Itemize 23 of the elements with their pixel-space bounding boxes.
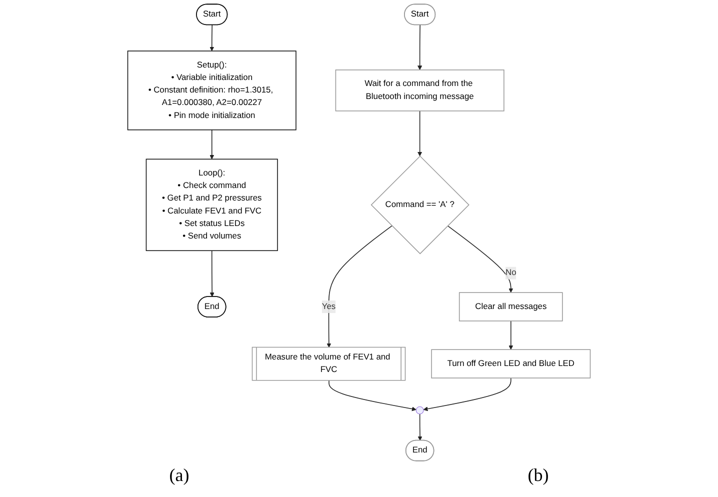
arrow: [508, 320, 514, 350]
node-diamond: [370, 156, 470, 254]
panel-label: (b): [528, 465, 549, 486]
arrow: [418, 24, 422, 70]
arrow: [423, 378, 512, 412]
node-circle: [416, 406, 424, 414]
arrow: [328, 380, 416, 412]
node-box: [335, 70, 504, 112]
arrow: [447, 225, 514, 293]
node-box: [146, 158, 278, 252]
flowchart-drawing: No Yes Start Setup(): • Variable initialization • Constant definition: rho=1.3015, A1=0.000380, A2=0.00227 • Pin mode initialization Loop(): • Check command • Get P1 and P2 pressures • Calculate FEV1 and FVC • Set status LEDs • Send volumes End Start Wait for a command from the Bluetooth incoming message Command == 'A' ? Clear all messages Measure the volume of FEV1 and FVC Turn off Green LED and Blue LED End: [0, 0, 718, 465]
arrow: [326, 225, 392, 348]
arrow: [210, 250, 214, 297]
node-box: [431, 349, 591, 378]
edge-label: No: [506, 268, 516, 278]
node-box: [127, 50, 296, 130]
arrow: [210, 129, 214, 160]
arrow: [210, 24, 214, 52]
arrow: [418, 414, 422, 441]
arrow: [418, 110, 422, 156]
node-box: [458, 292, 563, 322]
panel-label: (a): [169, 465, 190, 486]
edge-label: Yes: [322, 302, 336, 311]
